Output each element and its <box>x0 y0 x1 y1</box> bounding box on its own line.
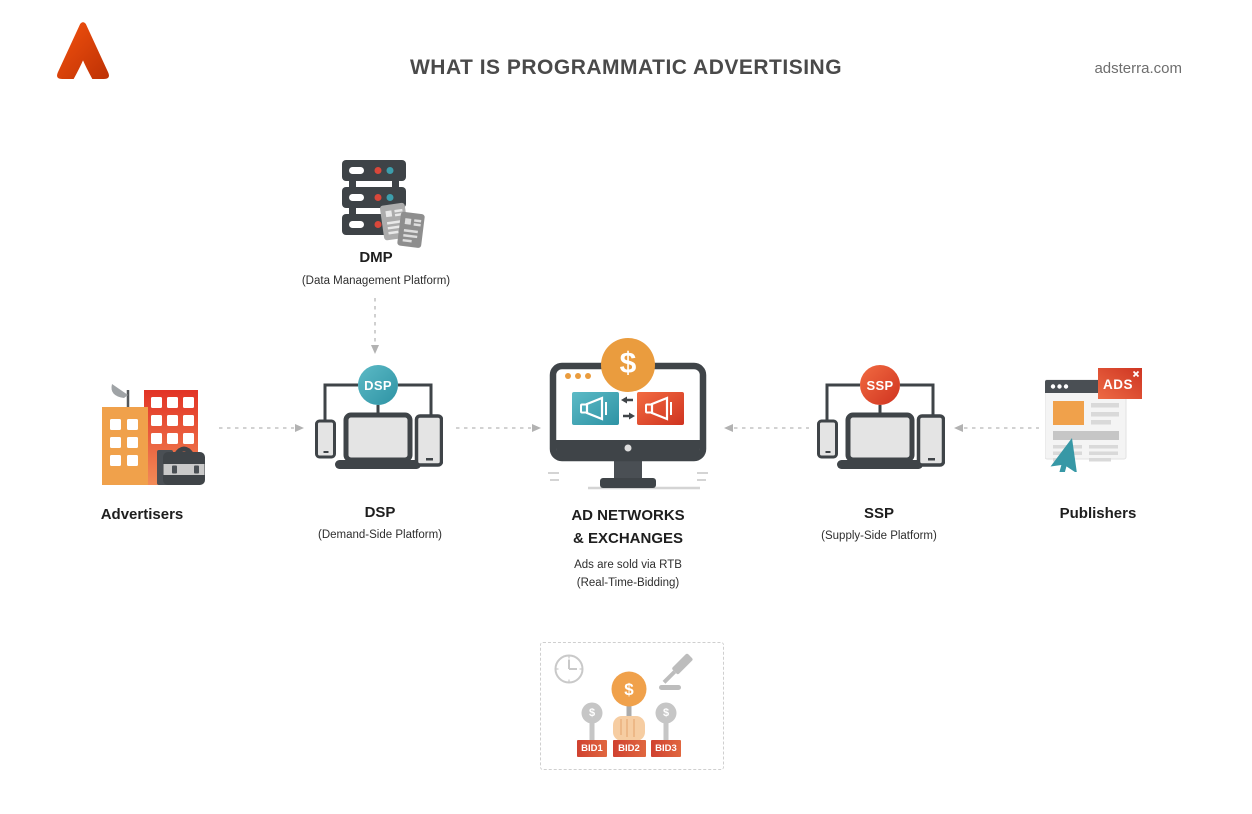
arrow-dmp-to-dsp <box>369 298 381 361</box>
data-document-icon <box>397 211 425 248</box>
bid3-label: BID3 <box>651 740 681 757</box>
dollar-circle <box>601 338 655 392</box>
cursor-icon <box>1050 438 1077 482</box>
rtb-bidding-box: $ $ $ BID1 BID2 BID3 <box>540 642 724 770</box>
publishers-label: Publishers <box>1059 505 1137 522</box>
advertisers-buildings-icon <box>100 382 206 488</box>
adnetworks-title-line2: & EXCHANGES <box>572 530 684 547</box>
dsp-badge: DSP <box>364 378 392 393</box>
dmp-label: DMP <box>359 249 393 266</box>
arrow-ssp-to-adnetworks <box>722 421 810 439</box>
publishers-webpage-icon: ADS <box>1044 368 1145 482</box>
bid1-marker <box>581 702 603 741</box>
exchange-arrows-icon <box>621 396 635 420</box>
dmp-sublabel: (Data Management Platform) <box>301 275 451 287</box>
dsp-label: DSP <box>364 504 396 521</box>
bid3-marker <box>655 702 677 741</box>
red-megaphone-tile <box>637 392 684 425</box>
bid2-winning-marker <box>611 671 647 741</box>
adnetworks-note-line1: Ads are sold via RTB <box>574 559 682 571</box>
ad-exchange-monitor-icon: $ <box>548 338 708 496</box>
ssp-devices-icon: SSP <box>815 363 946 473</box>
dollar-icon: $ <box>624 680 634 699</box>
hand-icon <box>613 716 645 741</box>
adnetworks-title-line1: AD NETWORKS <box>571 507 685 524</box>
page-title: WHAT IS PROGRAMMATIC ADVERTISING <box>409 56 843 79</box>
megaphone-icon <box>580 396 607 421</box>
arrow-publishers-to-ssp <box>952 421 1040 439</box>
advertisers-label: Advertisers <box>100 506 184 523</box>
dmp-server-icon <box>342 160 427 252</box>
ssp-badge: SSP <box>866 378 894 393</box>
ads-banner-text: ADS <box>1102 377 1133 392</box>
data-document-icon <box>380 202 409 241</box>
arrow-dsp-to-adnetworks <box>455 421 543 439</box>
ssp-label: SSP <box>863 505 894 522</box>
clock-icon <box>554 654 584 684</box>
bid2-label: BID2 <box>612 740 646 757</box>
dsp-sublabel: (Demand-Side Platform) <box>318 529 442 541</box>
site-url: adsterra.com <box>1094 60 1182 77</box>
adnetworks-note-line2: (Real-Time-Bidding) <box>576 577 680 589</box>
megaphone-icon <box>645 396 672 421</box>
dollar-icon: $ <box>619 347 637 380</box>
teal-megaphone-tile <box>572 392 619 425</box>
gavel-icon <box>659 653 693 690</box>
bid1-label: BID1 <box>577 740 607 757</box>
dollar-icon: $ <box>588 706 596 719</box>
adsterra-logo-icon <box>55 20 111 82</box>
dsp-devices-icon: DSP <box>313 363 444 473</box>
arrow-advertisers-to-dsp <box>218 421 306 439</box>
ssp-sublabel: (Supply-Side Platform) <box>821 530 937 542</box>
close-icon <box>1132 370 1140 378</box>
dollar-icon: $ <box>662 706 670 719</box>
